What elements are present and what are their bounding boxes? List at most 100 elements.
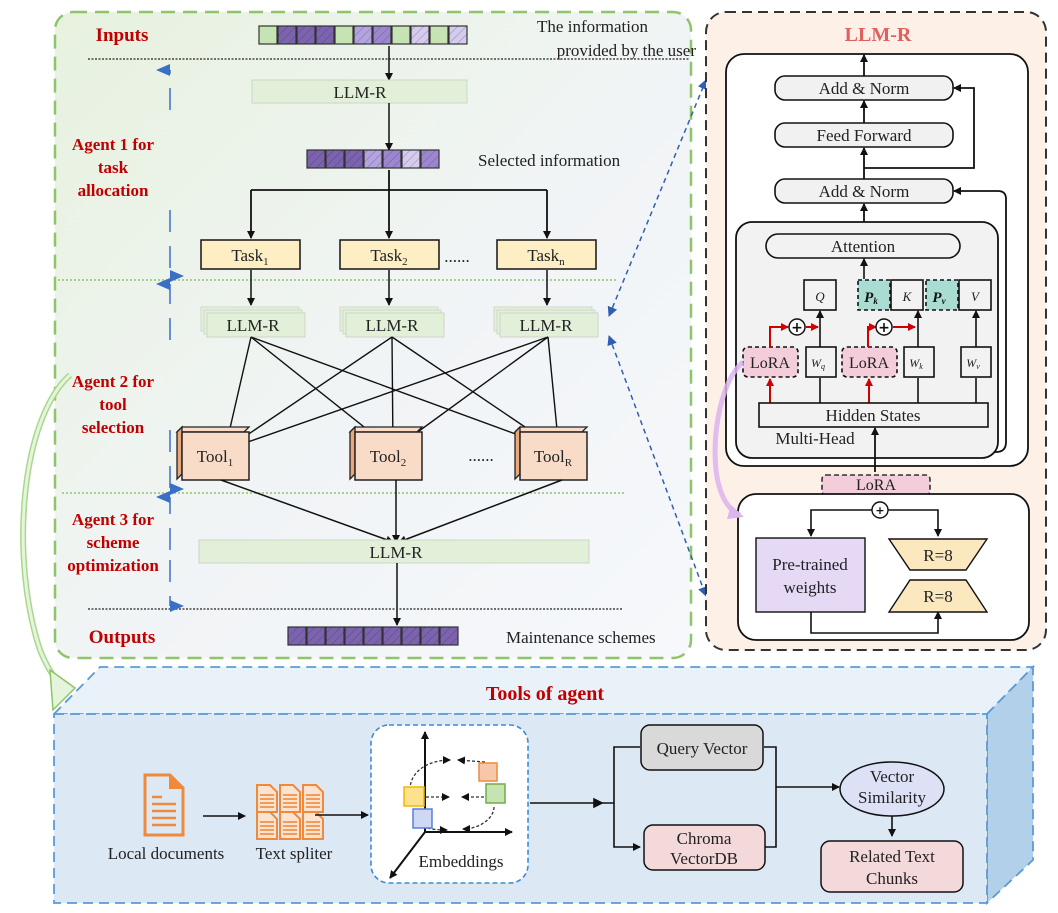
llm-r-agent-label: LLM-R [227,316,281,335]
output-token [401,626,421,646]
user-info-line2: provided by the user [557,41,697,60]
prefix-value-box: Pv [925,279,959,311]
svg-text:Wk: Wk [909,356,923,371]
task-row: Task1 Task2 Taskn [200,239,597,270]
agent-1-label-line: allocation [78,181,149,200]
agent-3-label-line: Agent 3 for [72,510,155,529]
add-norm-bottom[interactable]: Add & Norm [774,178,954,204]
input-token [258,25,278,45]
task-box-2[interactable]: Task2 [339,239,440,270]
wv-sub: v [976,362,980,371]
text-chunk-icon [256,811,278,840]
residual-connection-ffn [864,84,975,169]
text-splitter-icon[interactable] [256,784,324,840]
multi-head-label: Multi-Head [775,429,855,448]
embedding-point-yellow [403,786,425,807]
llm-r-agent-1[interactable]: LLM-R [200,306,306,338]
svg-text:Pv: Pv [932,290,946,306]
chroma-vectordb-box[interactable]: Chroma VectorDB [643,824,766,871]
plus-node-query: + [788,318,806,336]
pretrained-line2: weights [784,578,837,597]
lora-detail-arrows [807,509,942,634]
selected-info-label: Selected information [478,151,621,170]
task-box-3[interactable]: Taskn [496,239,597,270]
tool-box-3[interactable]: ToolR [513,425,589,481]
tool-row: Tool1 Tool2 ToolR [175,425,589,481]
text-chunk-icon [302,811,324,840]
input-token [315,25,335,45]
embeddings-box[interactable]: Embeddings [370,724,529,884]
pretrained-weights-box[interactable]: Pre-trained weights [755,537,866,613]
svg-text:+: + [875,504,884,517]
embeddings-label: Embeddings [419,852,504,871]
agent-2-label-line: tool [99,395,127,414]
selected-token [382,149,402,169]
embedding-point-blue [412,808,433,829]
outputs-label: Outputs [89,627,156,648]
selected-token-row [306,149,440,169]
lora-query-adapter[interactable]: LoRA [742,346,799,378]
wk-label: W [909,356,920,370]
related-text-chunks-box[interactable]: Related Text Chunks [820,840,964,893]
tool-name: Tool [197,447,228,466]
tool-name: Tool [534,447,565,466]
svg-text:Wv: Wv [966,356,980,371]
embedding-point-green [485,783,506,804]
lora-link-curve [712,360,745,518]
llm-to-tool-connections [222,336,563,452]
vector-similarity-node[interactable]: Vector Similarity [839,761,945,817]
similarity-line2: Similarity [858,788,927,807]
agent-1-label-line: task [98,158,129,177]
similarity-line1: Vector [870,767,915,786]
agent-1-label-line: Agent 1 for [72,135,155,154]
lora-query-label: LoRA [750,355,790,372]
query-vector-box[interactable]: Query Vector [640,724,764,771]
attention-box[interactable]: Attention [765,233,961,259]
input-token [372,25,392,45]
related-line2: Chunks [866,869,918,888]
query-label: Q [815,289,825,304]
llm-r-optimizer-box[interactable]: LLM-R [198,539,590,564]
task-branch-lines [247,170,551,239]
input-token [277,25,297,45]
lora-merge-arrows [766,323,916,403]
prefix-value-sub: v [942,296,947,306]
plus-node-key: + [875,318,893,336]
key-box: K [890,279,924,311]
llm-r-filter-box[interactable]: LLM-R [251,79,468,104]
attention-label: Attention [831,237,896,256]
rank-down-projection[interactable]: R=8 [887,579,989,613]
hidden-states-box[interactable]: Hidden States [758,402,989,428]
llm-r-agent-2[interactable]: LLM-R [339,306,445,338]
chroma-line1: Chroma [677,829,732,848]
rank-bottom-label: R=8 [923,587,952,606]
related-line1: Related Text [849,847,935,866]
user-info-line1: The information [537,17,648,36]
agent-3-label-line: scheme [87,533,140,552]
output-token [420,626,440,646]
wq-sub: q [821,362,825,371]
llm-r-stack-row: LLM-R LLM-R LLM-R [200,306,599,338]
lora-key-adapter[interactable]: LoRA [841,346,898,378]
task-box-1[interactable]: Task1 [200,239,301,270]
tools-of-agent-panel: Tools of agent Local documents Text spli… [51,664,1036,906]
llm-r-agent-3[interactable]: LLM-R [493,306,599,338]
projection-arrows [816,310,980,403]
tool-box-1[interactable]: Tool1 [175,425,251,481]
rank-up-projection[interactable]: R=8 [887,538,989,571]
document-icon[interactable] [143,773,185,837]
input-token [429,25,449,45]
output-token [344,626,364,646]
add-norm-bottom-label: Add & Norm [819,182,910,201]
agent-2-label-line: selection [82,418,145,437]
tool-box-2[interactable]: Tool2 [348,425,424,481]
llm-r-filter-label: LLM-R [334,83,388,102]
add-norm-top[interactable]: Add & Norm [774,75,954,101]
llm-tool-link [224,336,393,451]
llm-r-architecture-panel: LLM-R Add & Norm Feed Forward Add & Norm… [705,11,1047,651]
selected-token [401,149,421,169]
feed-forward[interactable]: Feed Forward [774,122,954,148]
selected-token [363,149,383,169]
rank-top-label: R=8 [923,546,952,565]
